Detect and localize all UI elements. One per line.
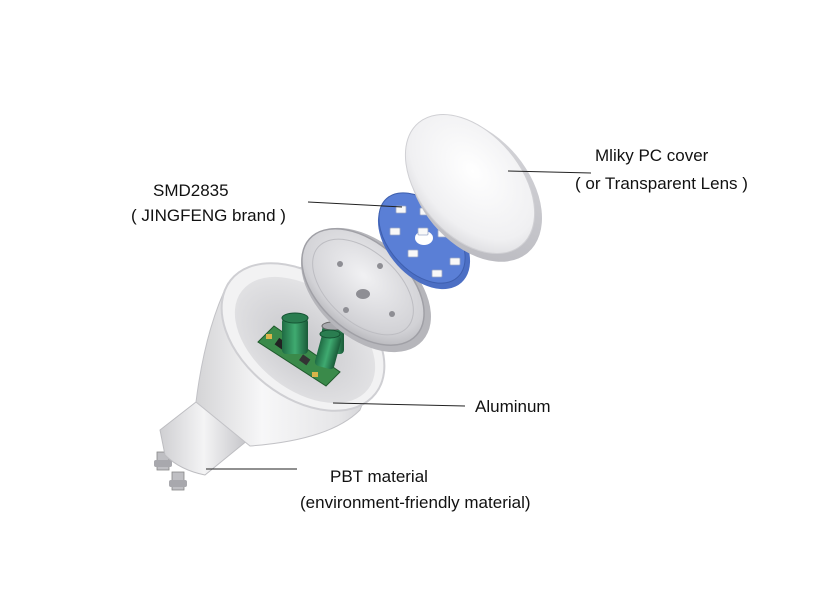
label-pbt-material: PBT material <box>330 467 428 486</box>
label-pbt-note: (environment-friendly material) <box>300 493 531 512</box>
pc-cover <box>404 113 543 262</box>
label-pc-cover-alt: ( or Transparent Lens ) <box>575 174 748 193</box>
leader-lines <box>206 170 592 470</box>
bulb-neck <box>159 394 249 476</box>
capacitors <box>281 312 345 370</box>
leader-aluminum <box>332 402 466 407</box>
label-aluminum: Aluminum <box>475 397 551 416</box>
leader-cover <box>507 170 592 174</box>
leader-smd <box>307 201 403 208</box>
label-smd-brand: ( JINGFENG brand ) <box>131 206 286 225</box>
label-pc-cover: Mliky PC cover <box>595 146 709 165</box>
label-smd2835: SMD2835 <box>153 181 229 200</box>
